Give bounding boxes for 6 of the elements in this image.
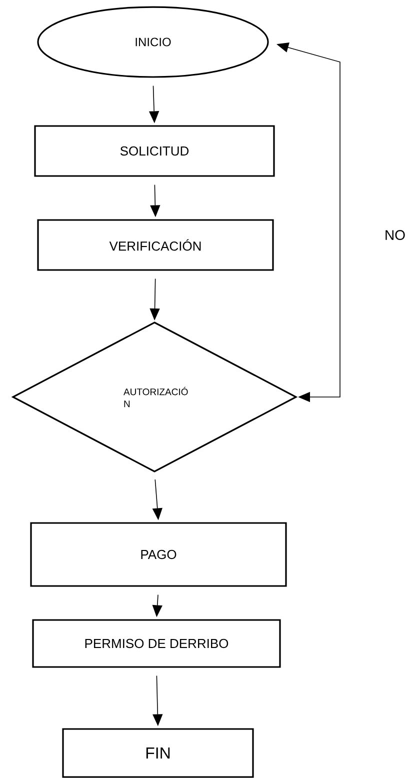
process-box: PERMISO DE DERRIBO — [32, 619, 281, 668]
process-box: SOLICITUD — [34, 125, 275, 177]
process-box: VERIFICACIÓN — [37, 219, 274, 271]
process-box: PAGO — [30, 522, 287, 587]
edge-label: NO — [386, 230, 405, 240]
end-box: FIN — [62, 728, 254, 778]
